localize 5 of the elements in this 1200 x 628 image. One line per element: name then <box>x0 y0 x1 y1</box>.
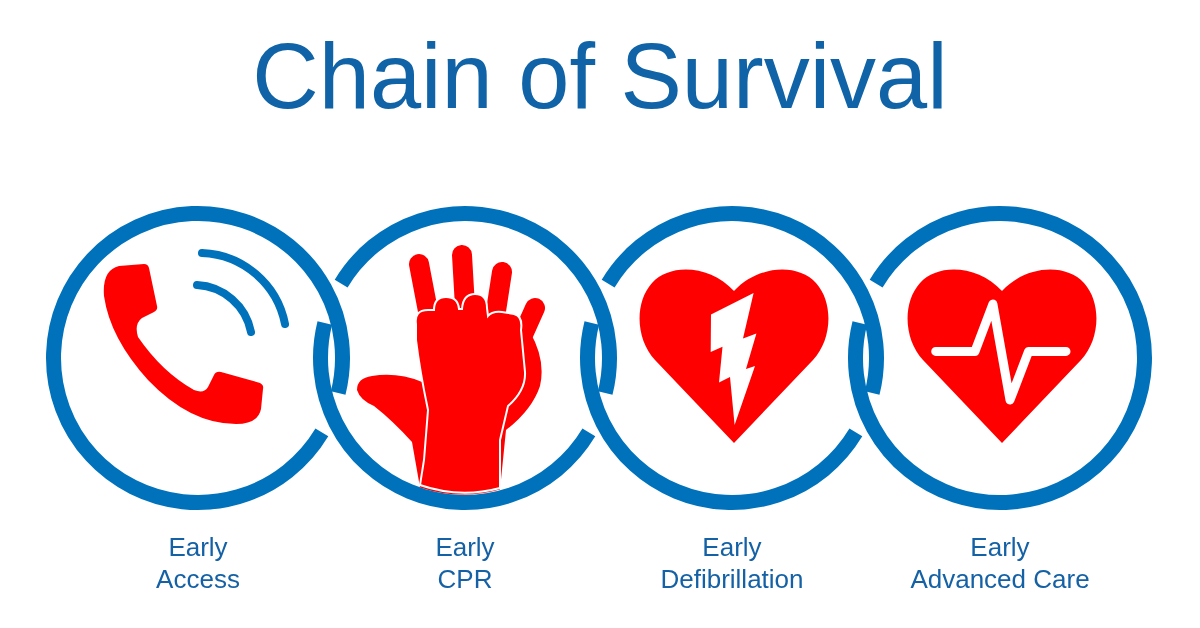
node-label: Early Advanced Care <box>910 531 1090 595</box>
node-label: Early Defibrillation <box>660 531 804 595</box>
node-label: Early CPR <box>435 531 495 595</box>
title: Chain of Survival <box>252 30 948 122</box>
node-label: Early Access <box>156 531 240 595</box>
